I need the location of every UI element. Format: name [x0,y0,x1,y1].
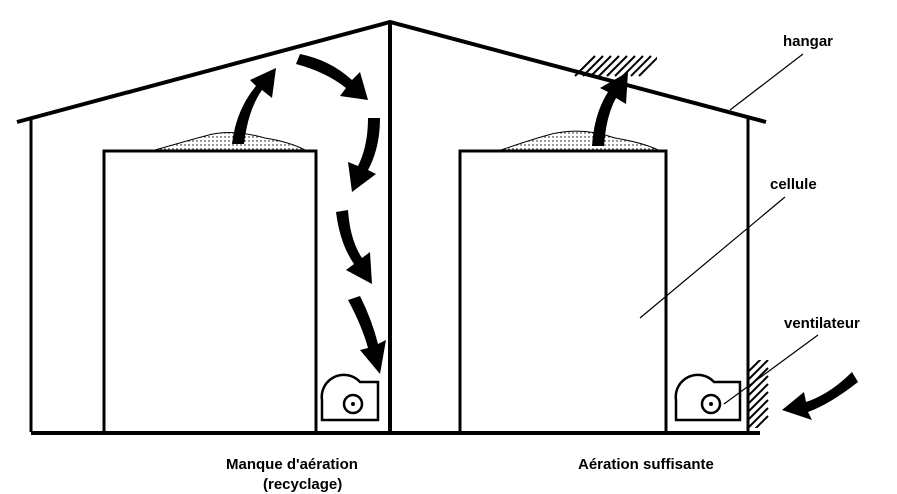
right-bin [458,149,668,435]
wall-vent-hatching [747,360,769,428]
left-caption: Manque d'aération [226,456,358,473]
right-caption: Aération suffisante [578,456,714,473]
ventilateur-leader-line [723,334,819,405]
right-grain-heap [497,130,661,152]
arrow-top-right [296,54,368,100]
left-fan [320,373,380,422]
leader-lines [639,53,819,405]
exhaust-arrow [592,72,628,146]
arrow-down-1 [348,118,380,192]
arrow-down-3 [348,296,386,374]
left-grain-heap [154,132,306,151]
left-cellule [102,132,380,435]
roof-vent-hatching [574,55,657,77]
left-recycling-arrows [232,54,386,374]
left-caption-sub: (recyclage) [263,476,342,493]
left-bin [102,149,318,435]
arrow-up-left [232,68,276,144]
intake-air-arrow [782,372,858,420]
cellule-leader-line [639,196,786,319]
hangar-building [16,19,767,435]
hangar-roof [16,19,767,124]
hangar-label: hangar [783,33,833,50]
ventilateur-label: ventilateur [784,315,860,332]
cellule-label: cellule [770,176,817,193]
hangar-leader-line [729,53,804,111]
right-fan [674,373,742,422]
arrow-down-2 [336,210,372,284]
right-cellule [458,130,742,435]
